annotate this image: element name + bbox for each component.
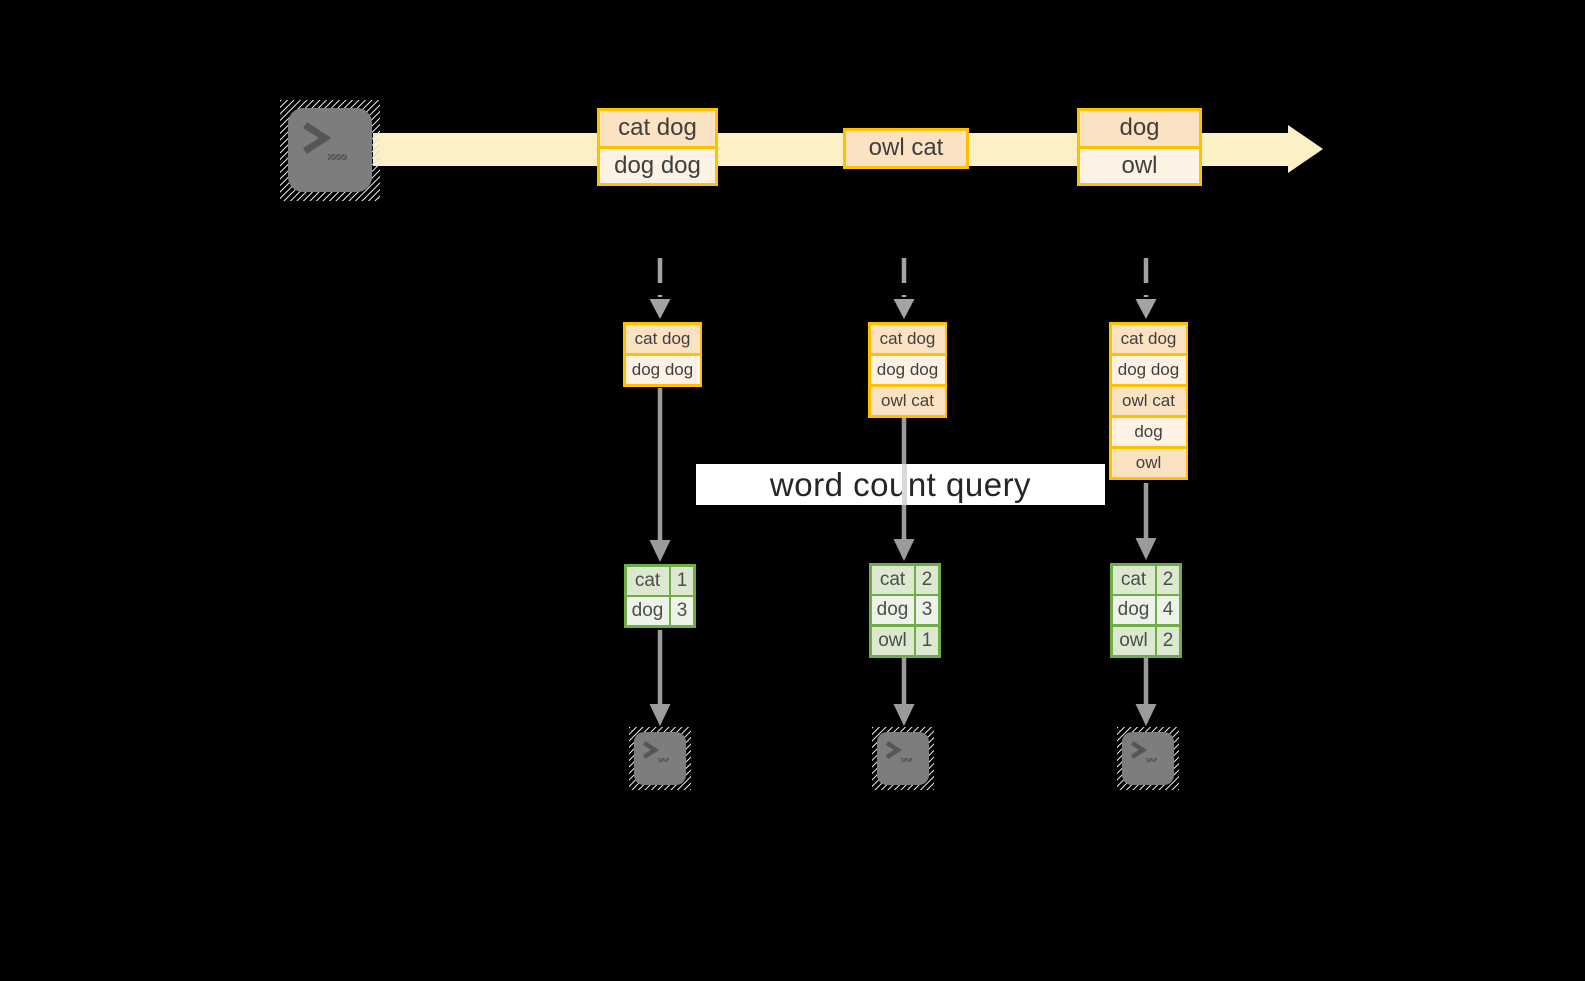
terminal-screen	[634, 732, 686, 785]
stream-message-box-1: cat dog dog dog	[597, 108, 718, 186]
stream-right-arrowhead-icon	[1288, 125, 1323, 173]
state-cell: owl cat	[1111, 386, 1186, 416]
terminal-prompt-chevron-icon	[1130, 741, 1148, 759]
down-arrow-icon	[893, 657, 915, 726]
down-arrow-dashed-icon	[1135, 258, 1157, 319]
word-count-query-banner: word count query	[696, 464, 1105, 505]
word-cell: cat	[1112, 565, 1155, 594]
word-cell: cat	[626, 566, 669, 595]
sink-terminal-icon	[872, 727, 934, 790]
state-cell: dog dog	[1111, 355, 1186, 385]
word-cell: dog	[1112, 596, 1155, 625]
count-cell: 3	[916, 596, 938, 625]
sink-terminal-icon	[1117, 727, 1179, 790]
message-cell: cat dog	[600, 111, 715, 146]
message-cell: owl	[1080, 148, 1199, 183]
count-cell: 2	[1157, 626, 1179, 656]
state-buffer-box-2: cat dog dog dog owl cat	[868, 322, 947, 418]
word-cell: dog	[626, 597, 669, 626]
down-arrow-dashed-icon	[893, 258, 915, 319]
count-cell: 2	[916, 565, 938, 594]
state-cell: owl	[1111, 448, 1186, 478]
state-buffer-box-3: cat dog dog dog owl cat dog owl	[1109, 322, 1188, 480]
count-table-2: cat 2 dog 3 owl 1	[869, 563, 941, 658]
state-buffer-box-1: cat dog dog dog	[623, 322, 702, 387]
state-cell: owl cat	[870, 386, 945, 416]
terminal-screen	[288, 108, 372, 192]
count-cell: 1	[671, 566, 693, 595]
terminal-prompt-chevron-icon	[885, 741, 903, 759]
stream-message-box-2: owl cat	[843, 128, 969, 169]
count-cell: 2	[1157, 565, 1179, 594]
terminal-prompt-chevron-icon	[642, 741, 660, 759]
count-cell: 1	[916, 626, 938, 656]
terminal-cursor-icon	[901, 758, 912, 762]
count-row: dog 4	[1112, 596, 1179, 625]
word-cell: cat	[871, 565, 914, 594]
word-cell: dog	[871, 596, 914, 625]
down-arrow-icon	[1135, 483, 1157, 560]
state-cell: dog	[1111, 417, 1186, 447]
count-cell: 4	[1157, 596, 1179, 625]
state-cell: cat dog	[870, 324, 945, 354]
terminal-cursor-icon	[328, 154, 347, 160]
count-row: dog 3	[871, 596, 938, 625]
down-arrow-dashed-icon	[649, 258, 671, 319]
down-arrow-icon	[649, 630, 671, 726]
count-row: owl 2	[1112, 626, 1179, 656]
source-terminal-icon	[280, 100, 380, 201]
count-row: owl 1	[871, 626, 938, 656]
banner-label: word count query	[769, 465, 1032, 503]
arrow-trace-through-banner	[902, 464, 907, 505]
terminal-cursor-icon	[1146, 758, 1157, 762]
count-row: dog 3	[626, 597, 693, 626]
count-cell: 3	[671, 597, 693, 626]
terminal-screen	[877, 732, 929, 785]
count-row: cat 1	[626, 566, 693, 595]
word-cell: owl	[871, 626, 914, 656]
message-cell: dog dog	[600, 148, 715, 183]
down-arrow-icon	[649, 388, 671, 562]
sink-terminal-icon	[629, 727, 691, 790]
message-cell: owl cat	[846, 131, 966, 166]
terminal-cursor-icon	[658, 758, 669, 762]
message-cell: dog	[1080, 111, 1199, 146]
state-cell: dog dog	[870, 355, 945, 385]
state-cell: cat dog	[1111, 324, 1186, 354]
count-row: cat 2	[871, 565, 938, 594]
count-row: cat 2	[1112, 565, 1179, 594]
down-arrow-icon	[1135, 657, 1157, 726]
stream-message-box-3: dog owl	[1077, 108, 1202, 186]
count-table-3: cat 2 dog 4 owl 2	[1110, 563, 1182, 658]
word-cell: owl	[1112, 626, 1155, 656]
state-cell: cat dog	[625, 324, 700, 354]
terminal-screen	[1122, 732, 1174, 785]
state-cell: dog dog	[625, 355, 700, 385]
terminal-prompt-chevron-icon	[303, 122, 332, 154]
count-table-1: cat 1 dog 3	[624, 564, 696, 628]
